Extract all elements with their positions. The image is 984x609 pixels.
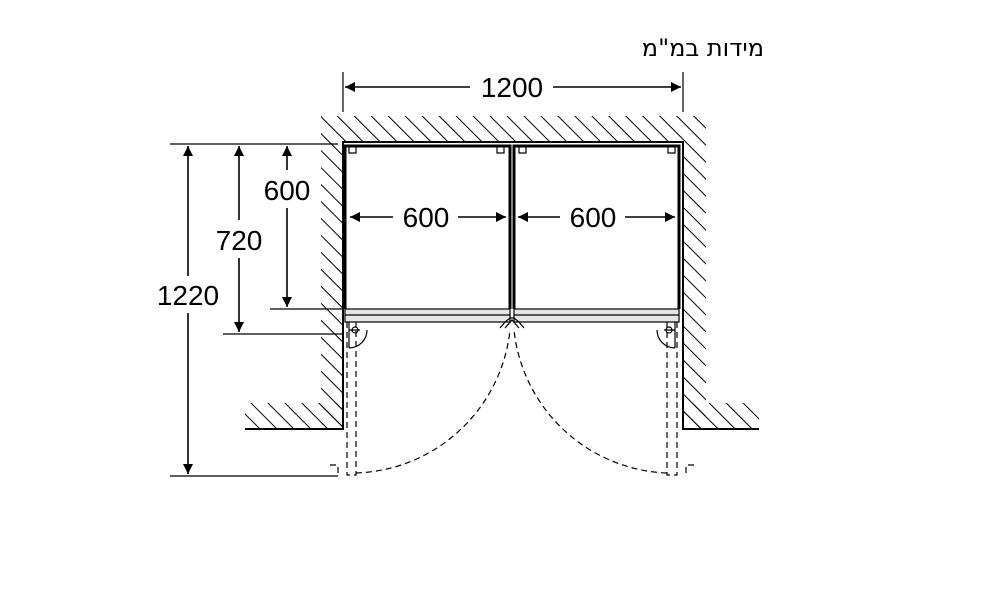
wall-hatching [245,116,759,429]
left-wall-hatch [321,142,343,429]
right-wall-hatch [683,142,706,429]
dim-left-width: 600 [350,202,506,233]
door-swing [330,322,694,476]
dim-total-width: 1200 [345,72,681,103]
left-floor-hatch [245,403,343,429]
depth-body-label: 600 [264,175,311,206]
right-width-label: 600 [570,202,617,233]
depth-with-door-label: 720 [216,225,263,256]
left-width-label: 600 [403,202,450,233]
dim-depth-door: 720 [216,146,263,332]
appliance-body [343,144,681,349]
left-hinge [348,322,368,349]
dim-right-width: 600 [518,202,675,233]
extension-lines [170,72,684,477]
niche-outline [245,141,759,430]
units-label: מידות במ"מ [642,34,764,62]
right-hinge [656,322,676,349]
depth-door-open-label: 1220 [157,280,219,311]
total-width-label: 1200 [481,72,543,103]
dim-depth-body: 600 [264,146,311,307]
dim-depth-open: 1220 [157,146,219,474]
top-wall-hatch [321,116,706,142]
center-hinge [499,317,525,329]
right-floor-hatch [683,403,759,429]
